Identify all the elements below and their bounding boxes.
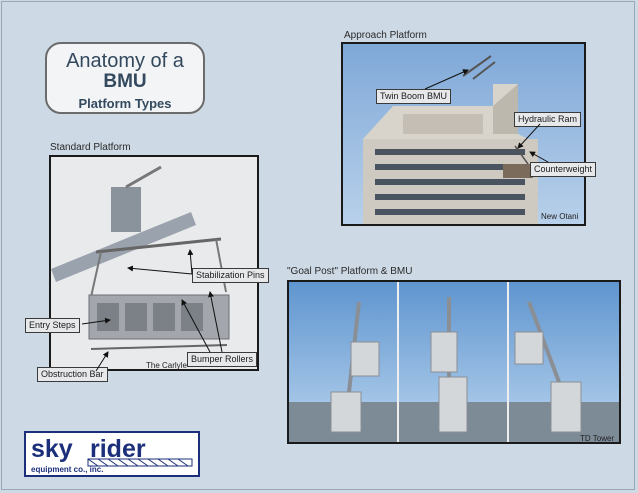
sky-rider-logo: sky rider equipment co., inc.	[24, 431, 200, 477]
callout-obstruction-bar: Obstruction Bar	[37, 367, 108, 382]
title-box: Anatomy of a BMU Platform Types	[45, 42, 205, 114]
callout-stabilization-pins: Stabilization Pins	[192, 268, 269, 283]
goal-post-platform-photo	[287, 280, 621, 444]
credit-the-carlyle: The Carlyle	[146, 361, 187, 370]
standard-platform-image	[51, 157, 257, 369]
callout-twin-boom-bmu: Twin Boom BMU	[376, 89, 452, 104]
credit-td-tower: TD Tower	[580, 434, 615, 443]
credit-new-otani: New Otani	[541, 212, 579, 221]
goal-post-platform-image	[289, 282, 619, 442]
callout-bumper-rollers: Bumper Rollers	[187, 352, 258, 367]
logo-tagline: equipment co., inc.	[31, 465, 103, 474]
title-line-3: Platform Types	[78, 96, 172, 111]
title-line-1: Anatomy of a	[66, 50, 184, 72]
callout-entry-steps: Entry Steps	[25, 318, 80, 333]
approach-platform-heading: Approach Platform	[344, 30, 427, 41]
standard-platform-heading: Standard Platform	[50, 142, 131, 153]
logo-word-sky: sky	[31, 435, 73, 463]
approach-platform-photo	[341, 42, 586, 226]
callout-hydraulic-ram: Hydraulic Ram	[514, 112, 582, 127]
standard-platform-photo	[49, 155, 259, 371]
callout-counterweight: Counterweight	[530, 162, 597, 177]
title-line-2: BMU	[103, 71, 147, 92]
approach-platform-image	[343, 44, 584, 224]
sky-rider-logo-graphic: sky rider equipment co., inc.	[31, 435, 193, 474]
logo-word-rider: rider	[90, 435, 146, 463]
goal-post-platform-heading: "Goal Post" Platform & BMU	[287, 266, 413, 277]
